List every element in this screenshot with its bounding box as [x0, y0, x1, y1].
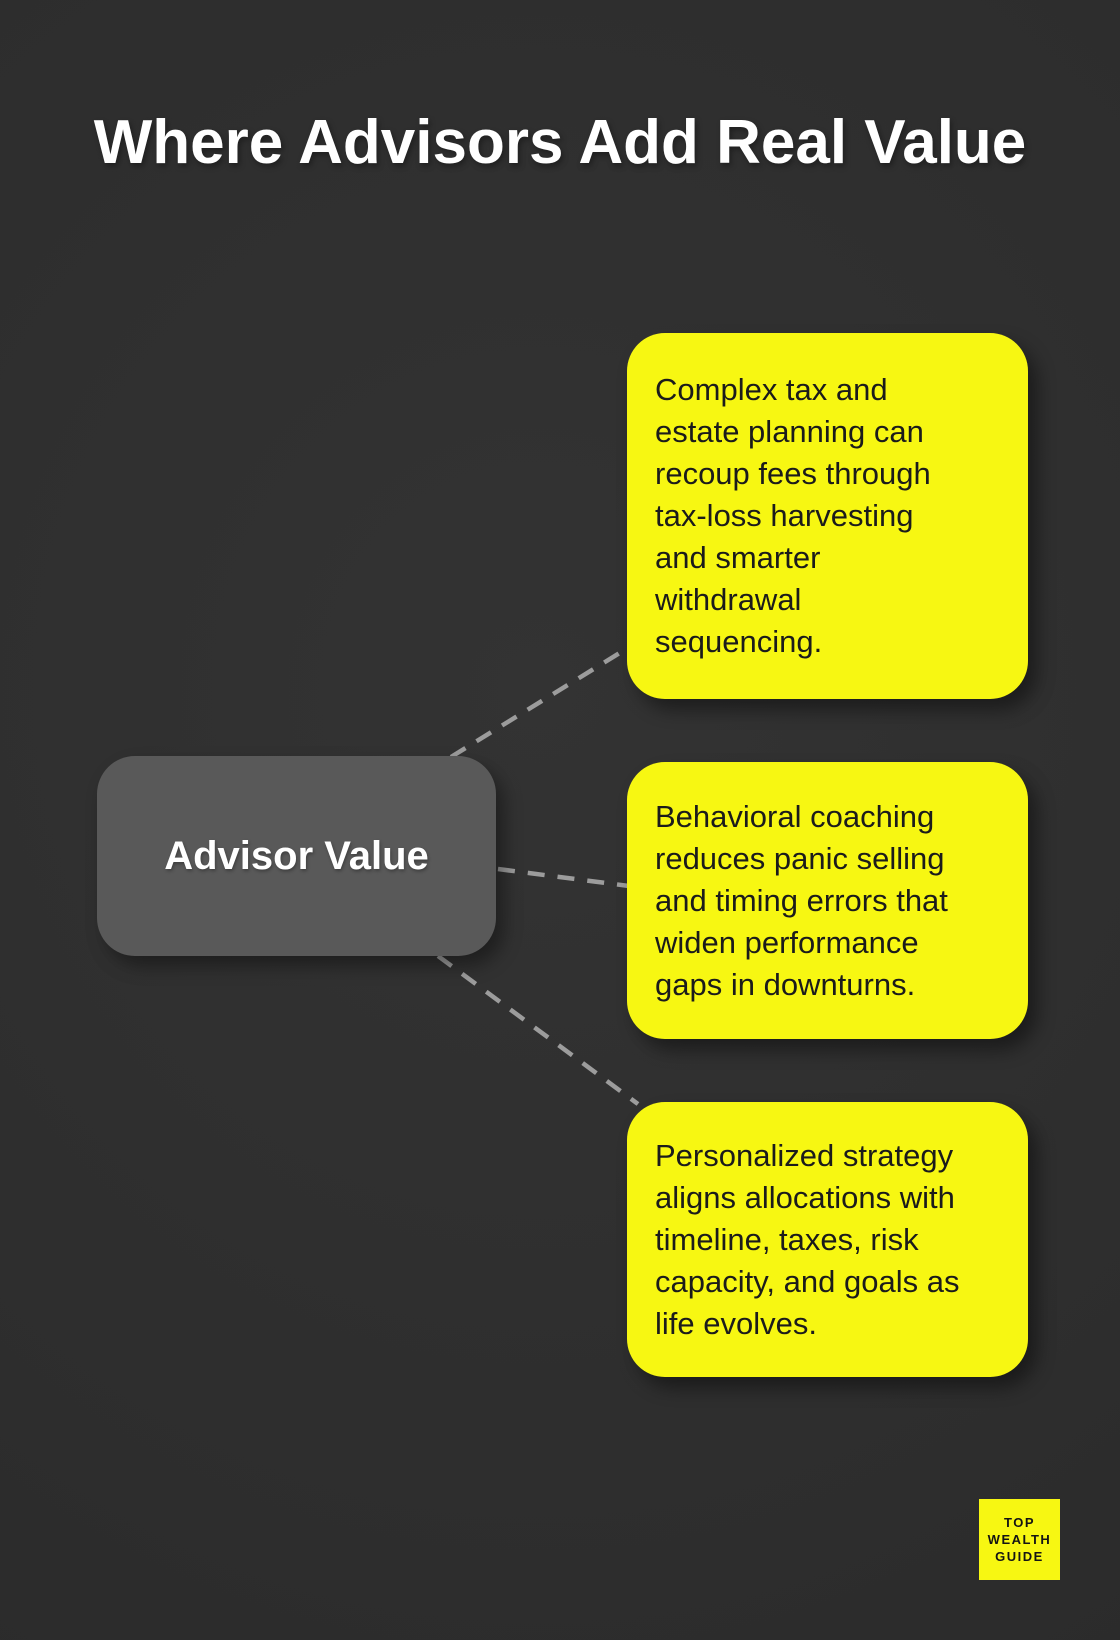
branch-card-personalized-strategy: Personalized strategy aligns allocations…: [627, 1102, 1028, 1377]
logo-line-wealth: WEALTH: [987, 1531, 1052, 1547]
connector-top-branch: [449, 644, 633, 759]
branch-text-tax-estate-planning: Complex tax and estate planning can reco…: [655, 372, 931, 659]
center-node-label: Advisor Value: [164, 833, 429, 878]
branch-card-behavioral-coaching: Behavioral coaching reduces panic sellin…: [627, 762, 1028, 1039]
branch-text-behavioral-coaching: Behavioral coaching reduces panic sellin…: [655, 798, 948, 1002]
logo-line-guide: GUIDE: [995, 1548, 1044, 1564]
branch-card-tax-estate-planning: Complex tax and estate planning can reco…: [627, 333, 1028, 699]
branch-text-personalized-strategy: Personalized strategy aligns allocations…: [655, 1137, 960, 1341]
connector-middle-branch: [497, 866, 630, 889]
center-node-advisor-value: Advisor Value: [97, 756, 496, 956]
connector-bottom-branch: [436, 954, 640, 1106]
logo-line-top: TOP: [1004, 1514, 1035, 1530]
page-title: Where Advisors Add Real Value: [93, 108, 1027, 177]
brand-logo-top-wealth-guide: TOP WEALTH GUIDE: [979, 1499, 1060, 1580]
